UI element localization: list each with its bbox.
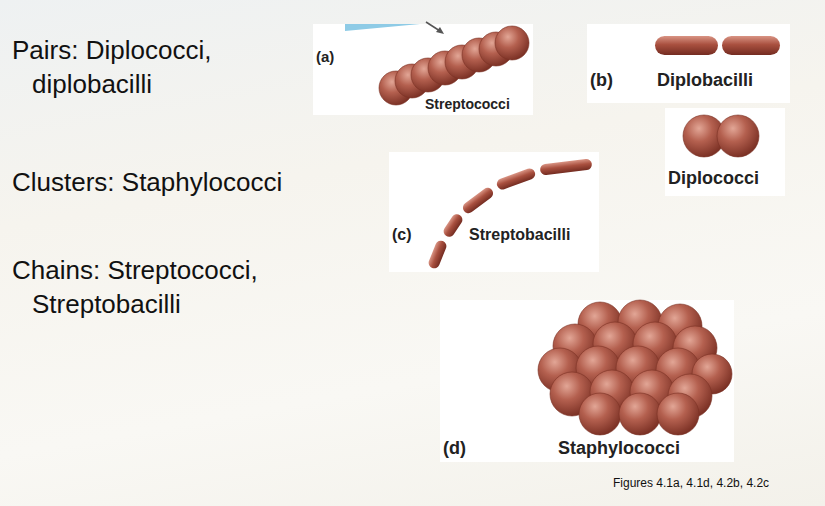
diplobacilli-rods — [655, 36, 780, 55]
panel — [587, 24, 790, 103]
diplococci-pair — [683, 115, 759, 157]
panel-title: Streptobacilli — [469, 226, 570, 244]
panel-title: Diplococci — [668, 168, 759, 189]
arrangement-label: Chains: Streptococci, Streptobacilli — [12, 253, 342, 321]
panel-title: Staphylococci — [558, 438, 680, 459]
panel-letter: (d) — [443, 438, 466, 459]
panel-streptococci: (a) Streptococci — [313, 24, 533, 115]
streptococci-chain — [379, 26, 529, 105]
panel-letter: (b) — [590, 70, 613, 91]
arrangement-label: Clusters: Staphylococci — [12, 165, 362, 199]
panel-streptobacilli: (c) Streptobacilli — [389, 152, 599, 272]
streptobacilli-chain — [427, 158, 593, 270]
panel-title: Streptococci — [425, 96, 510, 112]
panel-staphylococci: (d) Staphylococci — [440, 300, 734, 462]
panel-letter: (a) — [316, 48, 334, 65]
panel-diplococci: Diplococci — [665, 108, 785, 196]
figure-caption: Figures 4.1a, 4.1d, 4.2b, 4.2c — [613, 476, 769, 490]
panel — [389, 152, 599, 272]
arrow-head — [436, 27, 444, 34]
panel-diplobacilli: (b) Diplobacilli — [587, 24, 790, 103]
staphylococci-cluster — [538, 300, 732, 435]
panel-title: Diplobacilli — [657, 70, 753, 91]
arrangement-label: Pairs: Diplococci, diplobacilli — [12, 33, 292, 101]
partial-shape — [345, 24, 420, 31]
panel — [665, 108, 785, 196]
panel-letter: (c) — [392, 226, 412, 244]
panel — [440, 300, 734, 462]
panel — [313, 24, 533, 115]
